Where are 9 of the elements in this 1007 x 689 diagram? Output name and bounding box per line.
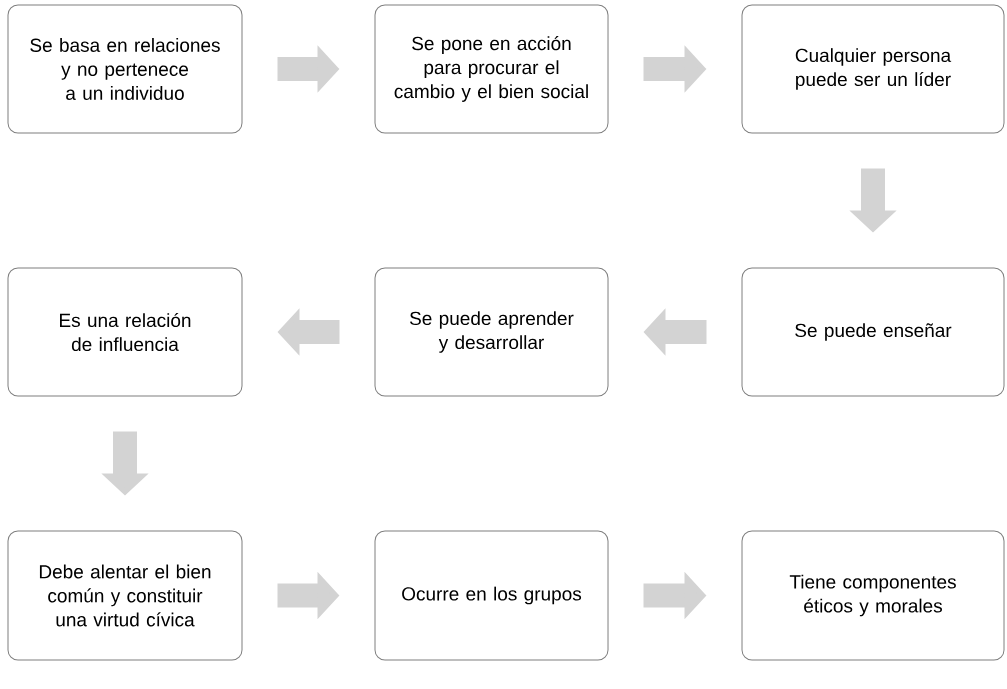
process-box: Debe alentar el bien común y constituir una virtud cívica	[7, 530, 243, 661]
process-box: Se pone en acción para procurar el cambio y el bien social	[374, 4, 609, 134]
process-box: Se puede aprender y desarrollar	[374, 267, 609, 397]
process-box: Tiene componentes éticos y morales	[741, 530, 1005, 661]
process-box: Se puede enseñar	[741, 267, 1005, 397]
process-box: Se basa en relaciones y no pertenece a un individuo	[7, 4, 243, 134]
process-box: Es una relación de influencia	[7, 267, 243, 397]
process-box: Cualquier persona puede ser un líder	[741, 4, 1005, 134]
process-box: Ocurre en los grupos	[374, 530, 609, 661]
